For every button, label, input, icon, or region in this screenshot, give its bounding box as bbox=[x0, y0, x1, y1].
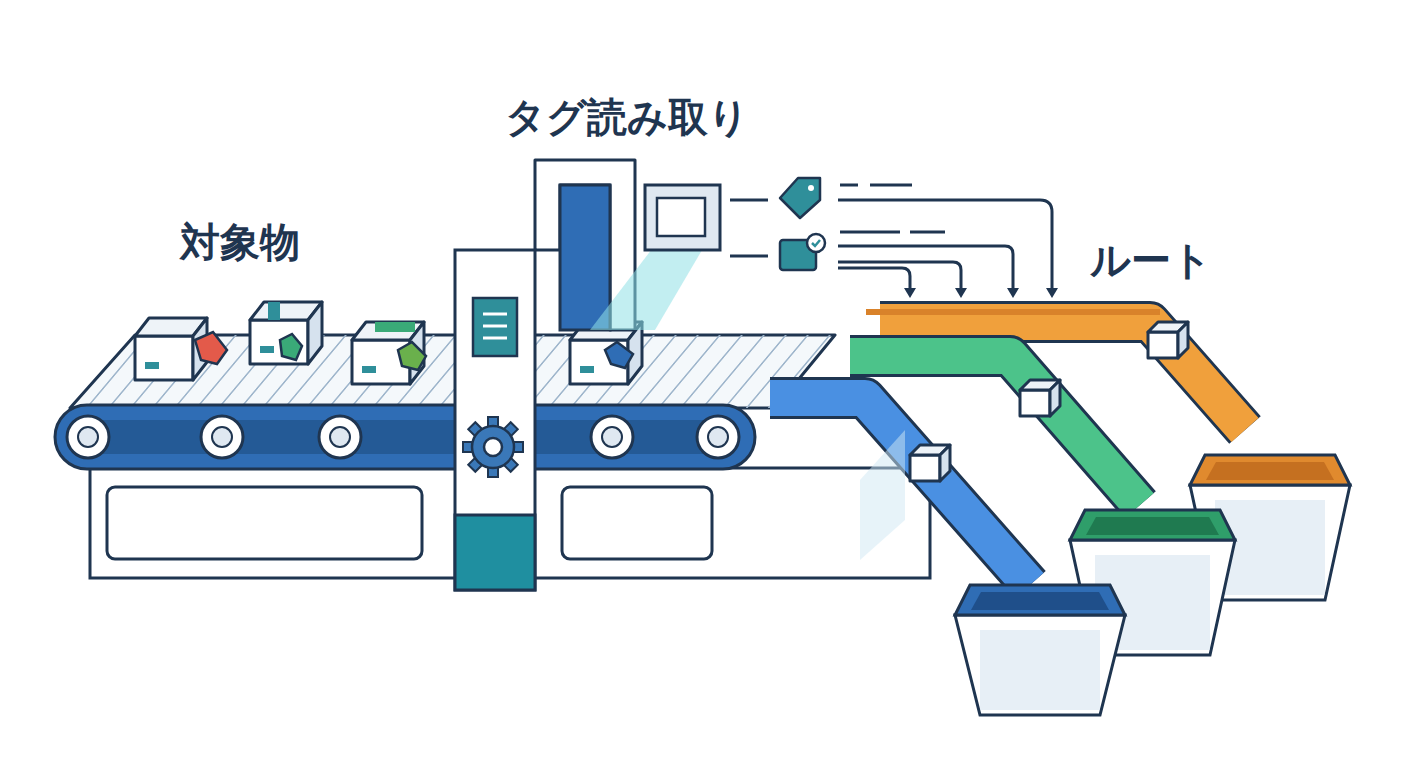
section-label: タグ読み取り bbox=[505, 93, 749, 141]
section-label: 対象物 bbox=[180, 218, 300, 266]
section-label: ルート bbox=[1090, 236, 1212, 284]
